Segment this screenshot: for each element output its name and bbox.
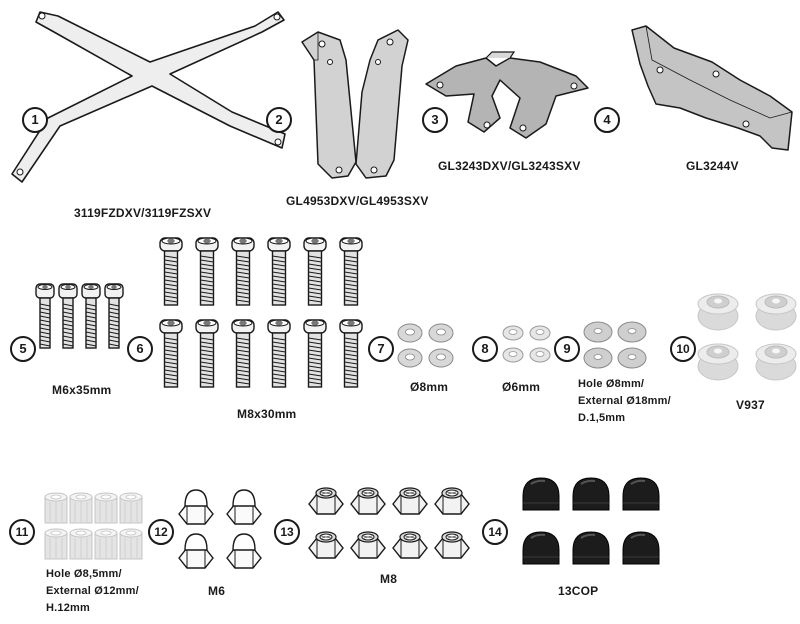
caps-drawing <box>522 477 660 565</box>
nyloc-nuts-drawing <box>308 487 470 559</box>
item-number-1: 1 <box>22 107 48 133</box>
part-label-5: M6x35mm <box>52 383 112 397</box>
part-label-11-line-1: Hole Ø8,5mm/ <box>46 568 122 580</box>
item-number-4: 4 <box>594 107 620 133</box>
rubber-spacers-drawing <box>697 293 797 381</box>
item-number-11: 11 <box>9 519 35 545</box>
part-label-3: GL3243DXV/GL3243SXV <box>438 159 581 173</box>
m8-bolts-drawing <box>159 237 363 388</box>
acorn-nuts-drawing <box>178 489 262 569</box>
item-number-14: 14 <box>482 519 508 545</box>
part-label-14: 13COP <box>558 584 599 598</box>
item-number-10: 10 <box>670 336 696 362</box>
part-label-11: Hole Ø8,5mm/ External Ø12mm/ H.12mm <box>46 566 139 617</box>
part-label-4: GL3244V <box>686 159 739 173</box>
part-label-7: Ø8mm <box>410 380 449 394</box>
item-number-13: 13 <box>274 519 300 545</box>
part-label-9-line-1: Hole Ø8mm/ <box>578 378 645 390</box>
part-label-9: Hole Ø8mm/ External Ø18mm/ D.1,5mm <box>578 376 671 427</box>
part-label-11-line-2: External Ø12mm/ <box>46 585 139 597</box>
x-brace-drawing <box>11 11 286 183</box>
part-label-2: GL4953DXV/GL4953SXV <box>286 194 429 208</box>
item-number-12: 12 <box>148 519 174 545</box>
item-number-2: 2 <box>266 107 292 133</box>
part-label-13: M8 <box>380 572 398 586</box>
item-number-3: 3 <box>422 107 448 133</box>
part-label-1: 3119FZDXV/3119FZSXV <box>74 206 212 220</box>
bracket-drawing <box>425 51 589 139</box>
spacers-drawing <box>44 492 143 560</box>
m6-bolts-drawing <box>35 283 124 349</box>
item-number-6: 6 <box>127 336 153 362</box>
part-label-9-line-3: D.1,5mm <box>578 412 626 424</box>
part-label-11-line-3: H.12mm <box>46 602 90 614</box>
item-number-8: 8 <box>472 336 498 362</box>
washers-drawing <box>397 321 647 369</box>
part-label-8: Ø6mm <box>502 380 541 394</box>
part-label-10: V937 <box>736 398 765 412</box>
plates-drawing <box>301 29 409 179</box>
part-label-12: M6 <box>208 584 226 598</box>
part-label-6: M8x30mm <box>237 407 297 421</box>
tray-drawing <box>631 25 793 151</box>
item-number-7: 7 <box>368 336 394 362</box>
item-number-5: 5 <box>10 336 36 362</box>
item-number-9: 9 <box>554 336 580 362</box>
part-label-9-line-2: External Ø18mm/ <box>578 395 671 407</box>
